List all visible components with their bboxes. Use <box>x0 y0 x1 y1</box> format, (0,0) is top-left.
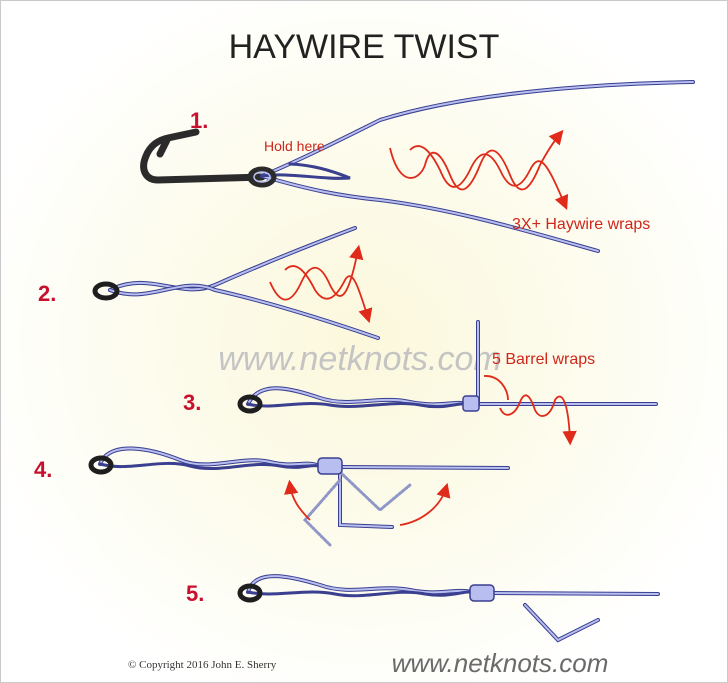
watermark: www.netknots.com <box>218 340 501 378</box>
step-4-number: 4. <box>34 457 52 482</box>
step-1-number: 1. <box>190 108 208 133</box>
hook-icon <box>140 128 266 184</box>
diagram-title: HAYWIRE TWIST <box>229 28 500 66</box>
step-3-number: 3. <box>183 390 201 415</box>
step-3-illustration <box>237 320 658 440</box>
step-5-number: 5. <box>186 581 204 606</box>
step-1-illustration <box>140 80 695 253</box>
step-2-illustration <box>92 226 380 340</box>
barrel-wraps-label: 5 Barrel wraps <box>492 351 595 368</box>
step-4-illustration <box>88 446 510 547</box>
hold-here-label: Hold here <box>264 138 325 154</box>
copyright-text: © Copyright 2016 John E. Sherry <box>128 659 277 671</box>
haywire-wraps-label: 3X+ Haywire wraps <box>512 216 650 233</box>
step-5-illustration <box>237 574 660 643</box>
step-2-number: 2. <box>38 281 56 306</box>
footer-site-text: www.netknots.com <box>392 648 609 678</box>
